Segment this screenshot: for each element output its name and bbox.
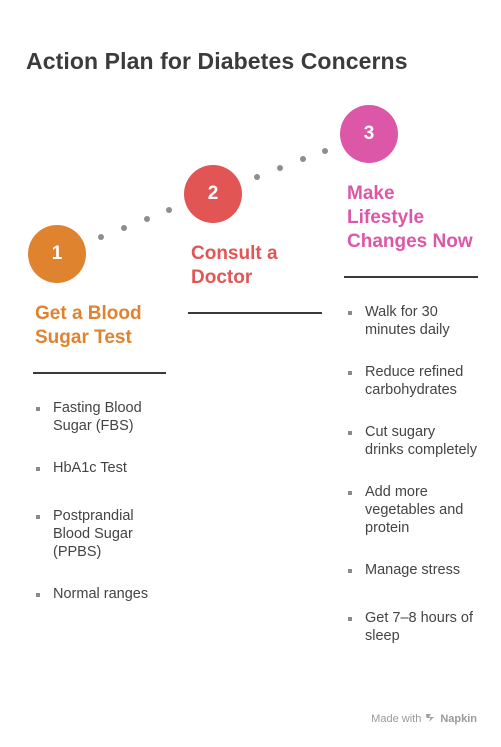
bullet-icon xyxy=(348,617,352,621)
bullet-icon xyxy=(36,593,40,597)
list-item: Fasting Blood Sugar (FBS) xyxy=(35,399,165,435)
list-item: Walk for 30 minutes daily xyxy=(347,303,477,339)
step-1-divider xyxy=(33,372,166,374)
step-2-title: Consult a Doctor xyxy=(191,242,278,290)
step-3-number: 3 xyxy=(363,123,375,144)
step-2-title-line: Consult a xyxy=(191,243,278,264)
connector-dot xyxy=(144,216,150,222)
bullet-icon xyxy=(348,431,352,435)
step-2-divider xyxy=(188,312,322,314)
step-3-divider xyxy=(344,276,478,278)
napkin-brand: Napkin xyxy=(440,713,477,725)
list-item: Normal ranges xyxy=(35,585,165,603)
step-1-title-line: Sugar Test xyxy=(35,327,132,348)
bullet-icon xyxy=(348,569,352,573)
connector-dot xyxy=(322,148,328,154)
bullet-icon xyxy=(36,515,40,519)
bullet-icon xyxy=(348,311,352,315)
step-1-list: Fasting Blood Sugar (FBS) HbA1c Test Pos… xyxy=(35,399,165,603)
page-title: Action Plan for Diabetes Concerns xyxy=(26,48,408,74)
step-1-number: 1 xyxy=(51,243,63,264)
step-2-circle: 2 xyxy=(184,165,242,223)
step-1-title-line: Get a Blood xyxy=(35,303,142,324)
bullet-icon xyxy=(36,467,40,471)
list-item: Postprandial Blood Sugar (PPBS) xyxy=(35,507,165,561)
bullet-icon xyxy=(348,371,352,375)
napkin-logo-icon xyxy=(425,712,436,726)
connector-dot xyxy=(254,174,260,180)
list-item: Add more vegetables and protein xyxy=(347,483,477,537)
step-3-circle: 3 xyxy=(340,105,398,163)
list-item: Reduce refined carbohydrates xyxy=(347,363,477,399)
bullet-icon xyxy=(36,407,40,411)
connector-dot xyxy=(277,165,283,171)
step-3-title-line: Lifestyle xyxy=(347,207,425,228)
step-3-title-line: Changes Now xyxy=(347,231,473,252)
bullet-icon xyxy=(348,491,352,495)
connector-dot xyxy=(166,207,172,213)
step-2-title-line: Doctor xyxy=(191,267,253,288)
step-3-list: Walk for 30 minutes daily Reduce refined… xyxy=(347,303,477,645)
step-2-number: 2 xyxy=(207,183,219,204)
connector-dot xyxy=(300,156,306,162)
connector-dot xyxy=(98,234,104,240)
connector-dot xyxy=(121,225,127,231)
made-with-label: Made with xyxy=(371,713,422,725)
made-with-napkin-badge[interactable]: Made with Napkin xyxy=(371,712,477,726)
list-item: Manage stress xyxy=(347,561,477,579)
step-1-title: Get a Blood Sugar Test xyxy=(35,302,142,350)
list-item: HbA1c Test xyxy=(35,459,165,477)
step-3-title-line: Make xyxy=(347,183,395,204)
list-item: Get 7–8 hours of sleep xyxy=(347,609,477,645)
list-item: Cut sugary drinks completely xyxy=(347,423,477,459)
step-1-circle: 1 xyxy=(28,225,86,283)
step-3-title: Make Lifestyle Changes Now xyxy=(347,182,473,254)
